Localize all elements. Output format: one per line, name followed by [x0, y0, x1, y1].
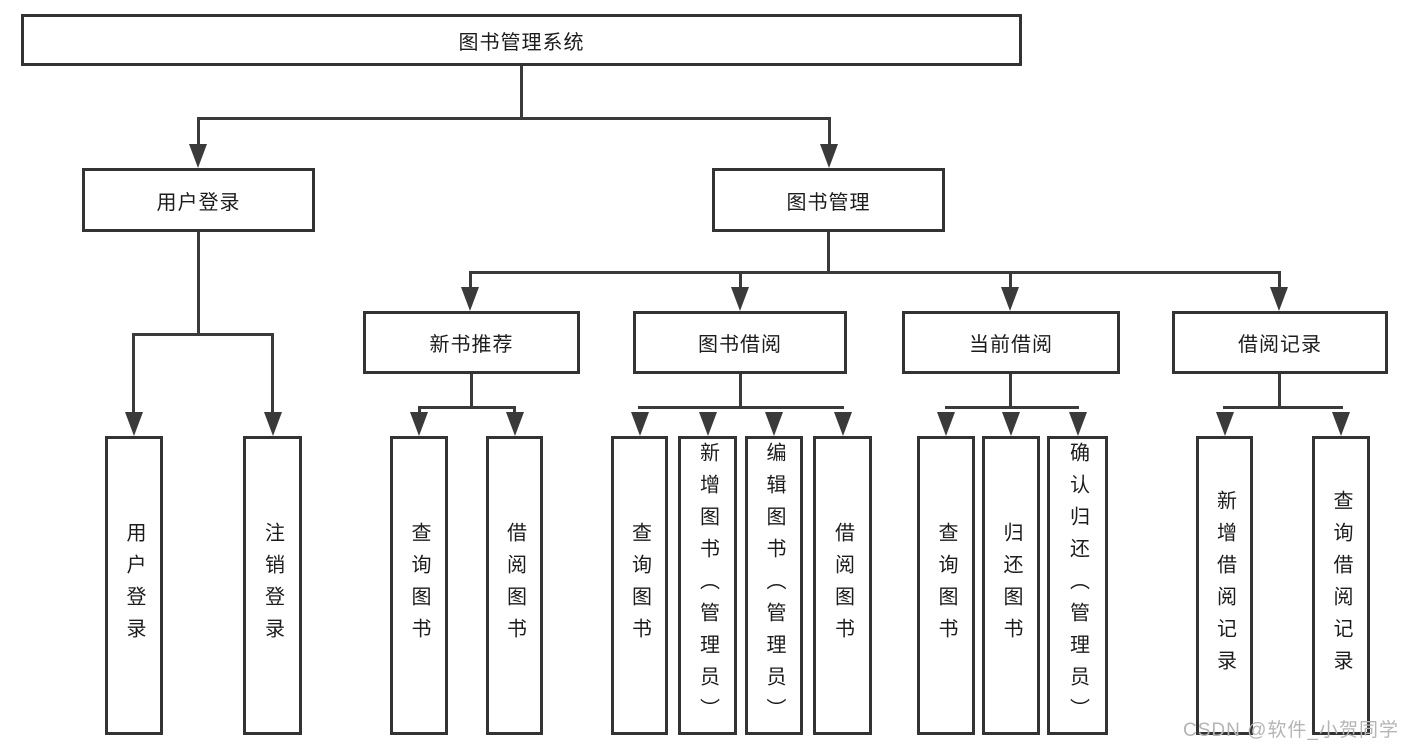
arrow-down-icon	[731, 287, 749, 311]
arrow-down-icon	[1332, 412, 1350, 436]
connector-line	[132, 333, 135, 415]
arrow-down-icon	[1216, 412, 1234, 436]
connector-line	[470, 374, 473, 408]
node-leaf-borrow-books-recommend: 借阅图书	[486, 436, 543, 735]
node-leaf-query-books-borrow: 查询图书	[611, 436, 668, 735]
node-label: 查询借阅记录	[1330, 489, 1352, 682]
node-label: 新增图书（管理员）	[696, 441, 719, 730]
node-borrow-records: 借阅记录	[1172, 311, 1388, 374]
arrow-down-icon	[834, 412, 852, 436]
arrow-down-icon	[765, 412, 783, 436]
node-leaf-edit-books-admin: 编辑图书（管理员）	[745, 436, 803, 735]
connector-line	[1009, 271, 1012, 291]
node-root-library-system: 图书管理系统	[21, 14, 1022, 66]
connector-line	[418, 406, 421, 416]
arrow-down-icon	[699, 412, 717, 436]
node-book-borrow: 图书借阅	[633, 311, 847, 374]
arrow-down-icon	[506, 412, 524, 436]
node-label: 用户登录	[123, 521, 145, 650]
arrow-down-icon	[937, 412, 955, 436]
connector-line	[638, 406, 844, 409]
node-label: 查询图书	[408, 521, 430, 650]
connector-line	[513, 406, 516, 416]
connector-line	[271, 333, 274, 415]
arrow-down-icon	[264, 412, 282, 436]
connector-line	[828, 117, 831, 147]
connector-line	[1278, 271, 1281, 291]
arrow-down-icon	[189, 144, 207, 168]
node-leaf-confirm-return-admin: 确认归还（管理员）	[1047, 436, 1108, 735]
arrow-down-icon	[410, 412, 428, 436]
node-label: 图书管理系统	[458, 31, 585, 54]
node-leaf-query-books-recommend: 查询图书	[390, 436, 448, 735]
node-label: 归还图书	[1000, 521, 1022, 650]
connector-line	[739, 271, 742, 291]
node-label: 图书管理	[786, 191, 871, 214]
connector-line	[1278, 374, 1281, 408]
node-label: 新书推荐	[429, 334, 514, 356]
node-leaf-add-borrow-record: 新增借阅记录	[1196, 436, 1253, 735]
node-label: 借阅图书	[503, 521, 526, 650]
node-book-management: 图书管理	[712, 168, 945, 232]
connector-line	[1223, 406, 1343, 409]
node-label: 图书借阅	[698, 334, 782, 356]
connector-line	[945, 406, 1079, 409]
connector-line	[197, 117, 200, 147]
node-leaf-user-login: 用户登录	[105, 436, 163, 735]
arrow-down-icon	[1270, 287, 1288, 311]
node-label: 当前借阅	[969, 334, 1053, 356]
connector-line	[1009, 374, 1012, 408]
node-label: 查询图书	[935, 521, 957, 650]
node-label: 查询图书	[628, 521, 651, 650]
csdn-watermark: CSDN @软件_小贺同学	[1183, 720, 1399, 741]
arrow-down-icon	[461, 287, 479, 311]
connector-line	[197, 117, 831, 120]
connector-line	[469, 271, 1281, 274]
arrow-down-icon	[820, 144, 838, 168]
connector-line	[418, 406, 516, 409]
node-current-borrow: 当前借阅	[902, 311, 1120, 374]
node-label: 注销登录	[261, 521, 284, 650]
node-leaf-add-books-admin: 新增图书（管理员）	[678, 436, 737, 735]
arrow-down-icon	[1001, 287, 1019, 311]
node-user-login: 用户登录	[82, 168, 315, 232]
node-new-book-recommend: 新书推荐	[363, 311, 580, 374]
connector-line	[827, 232, 830, 274]
arrow-down-icon	[1002, 412, 1020, 436]
node-label: 借阅记录	[1238, 334, 1322, 356]
connector-line	[197, 232, 200, 336]
node-label: 新增借阅记录	[1213, 489, 1236, 682]
node-label: 用户登录	[156, 191, 241, 214]
connector-line	[132, 333, 274, 336]
node-label: 借阅图书	[831, 521, 854, 650]
connector-line	[739, 374, 742, 408]
node-label: 确认归还（管理员）	[1066, 441, 1089, 730]
arrow-down-icon	[125, 412, 143, 436]
node-leaf-return-books: 归还图书	[982, 436, 1040, 735]
connector-line	[469, 271, 472, 291]
connector-line	[520, 66, 523, 118]
node-leaf-query-borrow-record: 查询借阅记录	[1312, 436, 1370, 735]
node-label: 编辑图书（管理员）	[763, 441, 785, 730]
node-leaf-query-books-current: 查询图书	[917, 436, 975, 735]
node-leaf-logout: 注销登录	[243, 436, 302, 735]
arrow-down-icon	[631, 412, 649, 436]
node-leaf-borrow-books: 借阅图书	[813, 436, 872, 735]
arrow-down-icon	[1069, 412, 1087, 436]
